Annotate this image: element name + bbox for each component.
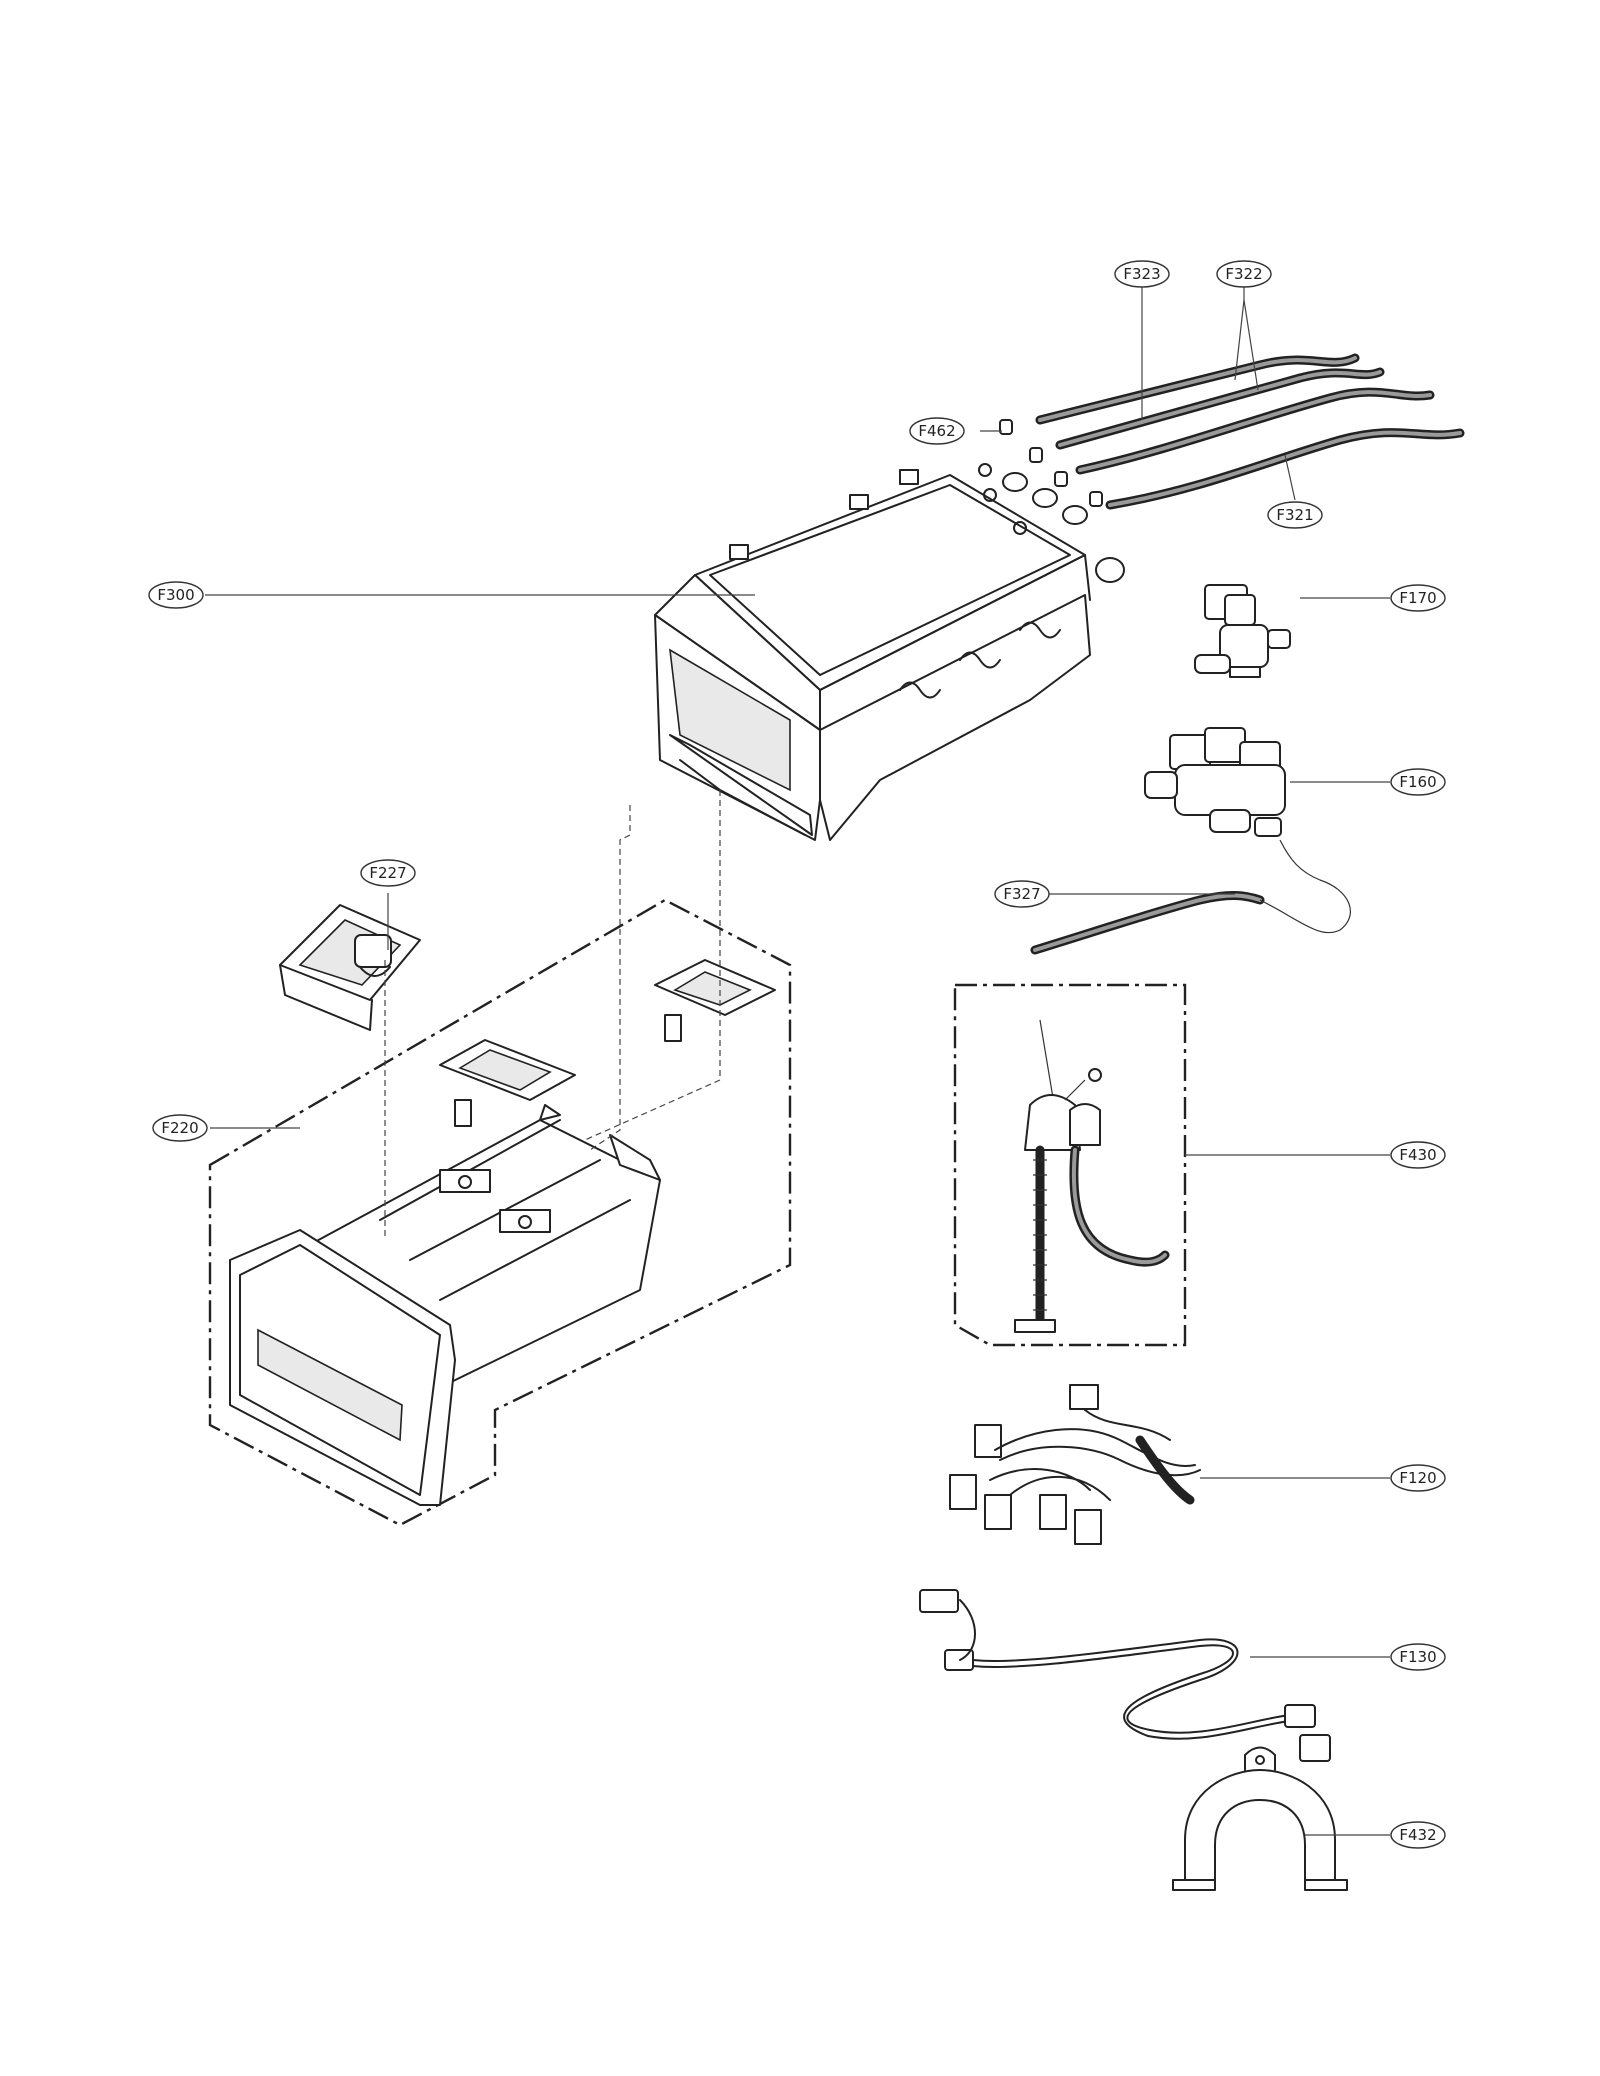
svg-text:F462: F462	[918, 422, 955, 440]
svg-text:F322: F322	[1225, 265, 1262, 283]
cable-part	[919, 1589, 1331, 1762]
leader-lines	[205, 280, 1390, 1836]
callout-f220: F220	[152, 1114, 208, 1142]
hose-clamps-part	[999, 419, 1103, 507]
svg-text:F170: F170	[1399, 589, 1436, 607]
svg-text:F321: F321	[1276, 506, 1313, 524]
callout-f323: F323	[1114, 260, 1170, 288]
callout-f327: F327	[994, 880, 1050, 908]
drain-assembly-part	[953, 983, 1187, 1347]
callout-f321: F321	[1267, 501, 1323, 529]
callout-f300: F300	[148, 581, 204, 609]
svg-text:F160: F160	[1399, 773, 1436, 791]
callout-f170: F170	[1390, 584, 1446, 612]
callout-f130: F130	[1390, 1643, 1446, 1671]
inlet-hoses-part	[1035, 353, 1465, 510]
svg-text:F227: F227	[369, 864, 406, 882]
svg-text:F300: F300	[157, 586, 194, 604]
svg-text:F430: F430	[1399, 1146, 1436, 1164]
svg-text:F130: F130	[1399, 1648, 1436, 1666]
hose-clip-part	[1172, 1746, 1348, 1891]
svg-text:F323: F323	[1123, 265, 1160, 283]
callout-f227: F227	[360, 859, 416, 887]
dispenser-housing-part	[654, 463, 1125, 841]
vent-tube-part	[1030, 839, 1351, 955]
siphon-cap-part	[279, 904, 421, 1031]
callout-f430: F430	[1390, 1141, 1446, 1169]
callout-f432: F432	[1390, 1821, 1446, 1849]
triple-valve-part	[1144, 727, 1286, 837]
svg-text:F432: F432	[1399, 1826, 1436, 1844]
wire-harness-part	[949, 1384, 1201, 1545]
svg-text:F120: F120	[1399, 1469, 1436, 1487]
single-valve-part	[1194, 584, 1291, 678]
callout-f120: F120	[1390, 1464, 1446, 1492]
projection-lines	[384, 790, 721, 1240]
callout-f160: F160	[1390, 768, 1446, 796]
drawer-assembly-group	[208, 898, 792, 1527]
callout-f462: F462	[909, 417, 965, 445]
svg-text:F327: F327	[1003, 885, 1040, 903]
callout-f322: F322	[1216, 260, 1272, 288]
svg-text:F220: F220	[161, 1119, 198, 1137]
